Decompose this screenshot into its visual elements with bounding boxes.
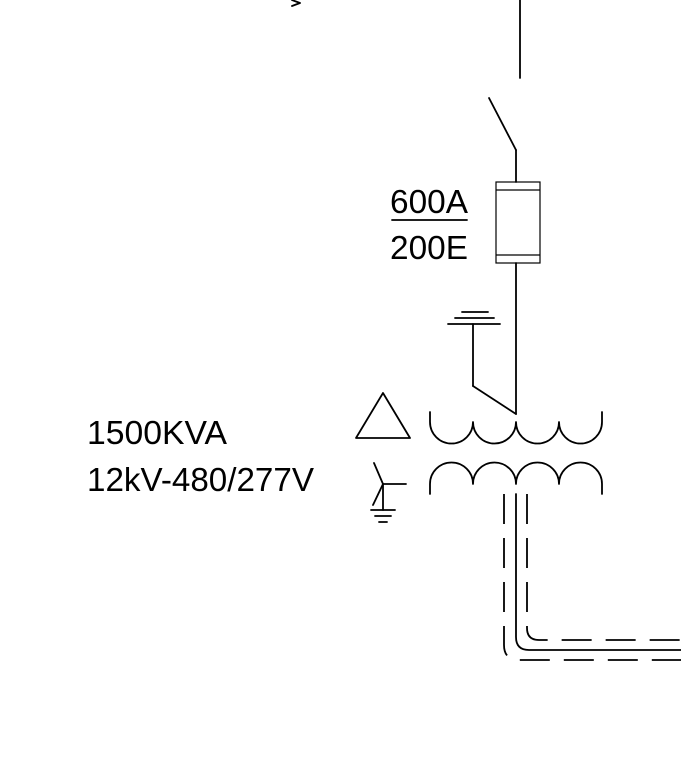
delta-icon: [355, 392, 411, 439]
disconnect-switch-icon: [488, 97, 517, 183]
wye-grounded-icon: [370, 462, 407, 523]
transformer-rating: 1500KVA: [87, 414, 227, 451]
fuse-icon: [495, 181, 541, 264]
transformer-voltage: 12kV-480/277V: [87, 461, 314, 498]
cropped-line-fragment: [291, 0, 301, 7]
transformer-secondary-winding: [429, 461, 603, 495]
primary-ground-icon: [447, 311, 517, 415]
fuse-rating-bottom: 200E: [390, 229, 468, 266]
transformer-primary-winding: [429, 411, 603, 445]
fuse-rating-top: 600A: [390, 183, 468, 220]
secondary-conductors: [503, 493, 681, 661]
